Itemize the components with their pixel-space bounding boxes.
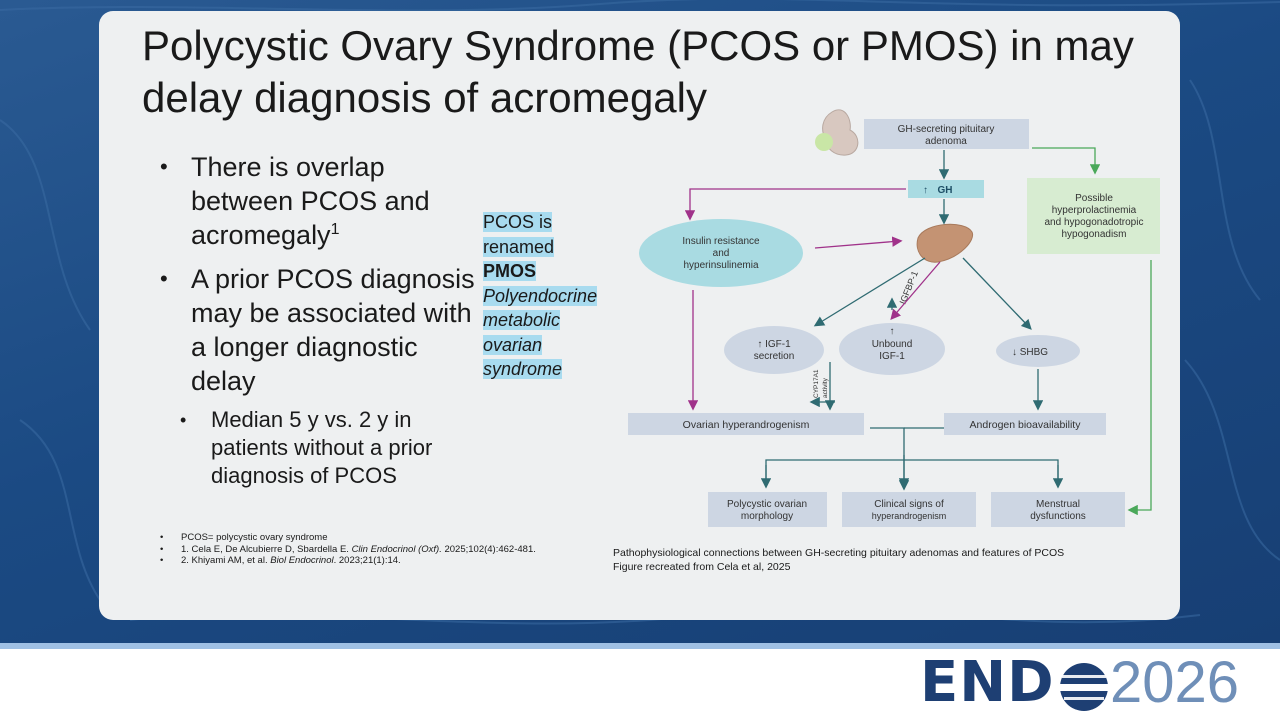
shbg-label: ↓ SHBG — [1012, 347, 1048, 358]
highlight-line-italic: Polyendocrine — [483, 285, 598, 306]
caption-line: Pathophysiological connections between G… — [613, 547, 1065, 559]
up-arrow-icon: ↑ — [890, 326, 895, 337]
reference-item: •PCOS= polycystic ovary syndrome — [160, 532, 328, 543]
reference-text: . 2023;21(1):14. — [333, 555, 401, 566]
bullet-item: • There is overlap between PCOS and acro… — [160, 150, 480, 252]
bullet-text-1: There is overlap between PCOS and acrome… — [191, 152, 430, 250]
pmos-highlight-note: PCOS is renamed PMOS Polyendocrine metab… — [483, 210, 598, 382]
clinical-signs-label: Clinical signs of — [874, 499, 944, 510]
polycystic-morphology-label: morphology — [741, 511, 793, 522]
ovarian-hyperandrogenism-label: Ovarian hyperandrogenism — [683, 419, 810, 431]
highlight-line-italic: ovarian — [483, 334, 543, 355]
unbound-igf1-label: IGF-1 — [879, 351, 905, 362]
shbg-ellipse — [996, 335, 1080, 367]
bullet-icon: • — [160, 154, 168, 179]
menstrual-dysfunction-box — [991, 492, 1125, 527]
polycystic-morphology-box — [708, 492, 827, 527]
logo-word: END — [920, 650, 1055, 715]
green-arrows — [1032, 147, 1152, 516]
teal-arrows — [760, 150, 1064, 491]
cyp17a1-label: CYP17A1 — [813, 369, 820, 398]
sub-bullet-text: Median 5 y vs. 2 y in patients without a… — [211, 407, 433, 488]
reference-text: 2025;102(4):462-481. — [441, 543, 536, 555]
bullet-item: • A prior PCOS diagnosis may be associat… — [160, 262, 480, 398]
hyperprolactinemia-label: Possible — [1075, 193, 1113, 204]
igf1-secretion-label: ↑ IGF-1 — [757, 339, 791, 350]
references: •PCOS= polycystic ovary syndrome •1. Cel… — [160, 532, 600, 567]
unbound-igf1-ellipse — [839, 323, 945, 375]
cyp17a1-label: activity — [822, 377, 829, 398]
bullet-text-2: A prior PCOS diagnosis may be associated… — [191, 264, 475, 396]
bullet-icon: • — [160, 266, 168, 291]
menstrual-dysfunction-label: Menstrual — [1036, 499, 1080, 510]
reference-superscript: 1 — [330, 221, 340, 238]
gh-adenoma-label: GH-secreting pituitary — [898, 124, 995, 135]
reference-item: •1. Cela E, De Alcubierre D, Sbardella E… — [160, 543, 536, 555]
highlight-line-italic: syndrome — [483, 359, 563, 379]
hyperprolactinemia-box — [1027, 178, 1160, 254]
hyperprolactinemia-label: and hypogonadotropic — [1045, 217, 1144, 228]
unbound-igf1-label: Unbound — [872, 339, 913, 350]
insulin-resistance-label: Insulin resistance — [682, 236, 760, 247]
pathophysiology-diagram: GH-secreting pituitary adenoma ↑ GH Poss… — [628, 109, 1160, 527]
gh-adenoma-label: adenoma — [925, 136, 967, 147]
gh-box — [908, 180, 984, 198]
polycystic-morphology-label: Polycystic ovarian — [727, 499, 807, 510]
bullet-text: There is overlap between PCOS and acrome… — [191, 150, 480, 252]
highlight-line: renamed — [483, 236, 555, 257]
insulin-resistance-ellipse — [639, 219, 803, 287]
pituitary-gland-icon — [815, 109, 859, 156]
gh-adenoma-box — [864, 119, 1029, 149]
highlight-line: PCOS is — [483, 212, 553, 232]
bullet-icon: • — [180, 410, 187, 430]
ovarian-hyperandrogenism-box — [628, 413, 864, 435]
up-arrow-icon: ↑ — [923, 185, 928, 196]
reference-item: •2. Khiyami AM, et al. Biol Endocrinol. … — [160, 555, 401, 566]
background-pattern — [0, 0, 1280, 625]
slide-title: Polycystic Ovary Syndrome (PCOS or PMOS)… — [142, 22, 1134, 121]
hyperprolactinemia-label: hyperprolactinemia — [1052, 205, 1137, 216]
androgen-bioavailability-label: Androgen bioavailability — [970, 419, 1082, 431]
igf1-secretion-ellipse — [724, 326, 824, 374]
androgen-bioavailability-box — [944, 413, 1106, 435]
igf1-secretion-label: secretion — [754, 351, 795, 362]
logo-year: 2026 — [1110, 650, 1240, 715]
insulin-resistance-label: and — [713, 248, 730, 259]
menstrual-dysfunction-label: dysfunctions — [1030, 511, 1086, 522]
figure-caption: Pathophysiological connections between G… — [613, 546, 1064, 574]
insulin-resistance-label: hyperinsulinemia — [683, 260, 758, 271]
globe-icon — [1058, 663, 1110, 711]
highlight-line-bold: PMOS — [483, 261, 537, 281]
reference-journal: Clin Endocrinol (Oxf). — [351, 543, 442, 555]
footer-stripe — [0, 643, 1280, 649]
footer-stripe-white — [0, 649, 1280, 652]
reference-text: PCOS= polycystic ovary syndrome — [181, 532, 328, 543]
caption-line: Figure recreated from Cela et al, 2025 — [613, 561, 791, 573]
bullet-list: • There is overlap between PCOS and acro… — [160, 150, 480, 490]
reference-text: 2. Khiyami AM, et al. — [181, 555, 271, 566]
clinical-signs-box — [842, 492, 976, 527]
endo-2026-logo: END 2026 — [920, 650, 1270, 715]
highlight-line-italic: metabolic — [483, 310, 561, 330]
magenta-arrows — [684, 188, 941, 411]
sub-bullet-item: • Median 5 y vs. 2 y in patients without… — [160, 406, 480, 490]
liver-icon — [916, 223, 974, 263]
reference-journal: Biol Endocrinol — [270, 555, 334, 566]
hyperprolactinemia-label: hypogonadism — [1061, 229, 1126, 240]
igfbp1-label: IGFBP-1 — [898, 270, 920, 306]
clinical-signs-label: hyperandrogenism — [872, 511, 947, 521]
reference-text: 1. Cela E, De Alcubierre D, Sbardella E. — [181, 543, 352, 555]
gh-label: GH — [938, 185, 953, 196]
